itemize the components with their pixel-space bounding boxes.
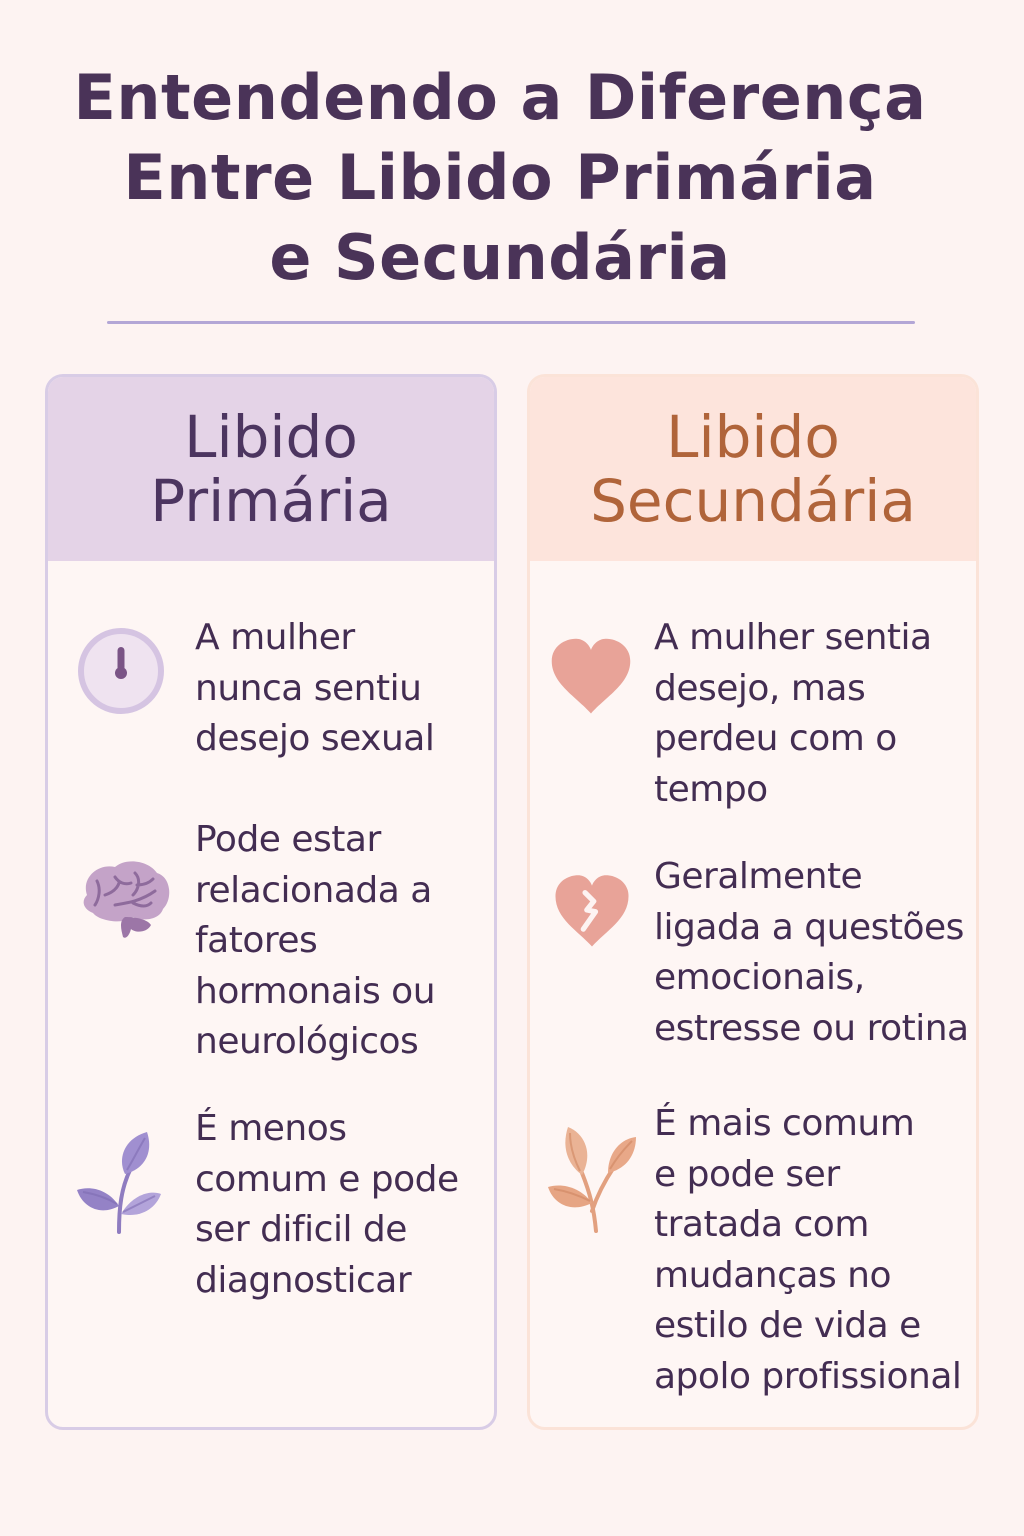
title-line-3: e Secundária	[269, 221, 731, 294]
card-heading-line-2: Primária	[150, 467, 392, 535]
leaf-sprout-icon	[548, 1127, 636, 1233]
broken-heart-icon	[555, 875, 629, 947]
item-text: É mais comum e pode ser tratada com muda…	[654, 1103, 962, 1397]
page-title: Entendendo a Diferença Entre Libido Prim…	[0, 58, 1000, 298]
item-text: A mulher sentia desejo, mas perdeu com o…	[654, 617, 932, 810]
card-heading-line-1: Libido	[666, 403, 840, 471]
title-divider	[107, 321, 915, 324]
card-libido-primaria: Libido Primária A mulher nunca sentiu de…	[45, 374, 497, 1430]
brain-icon	[83, 861, 170, 938]
title-line-1: Entendendo a Diferença	[73, 61, 927, 134]
card-heading: Libido Primária	[48, 377, 494, 561]
thermometer-clock-icon	[78, 628, 164, 714]
title-line-2: Entre Libido Primária	[123, 141, 877, 214]
card-heading: Libido Secundária	[530, 377, 976, 561]
heart-icon	[551, 638, 631, 714]
item-text: A mulher nunca sentiu desejo sexual	[195, 617, 435, 759]
card-libido-secundaria: Libido Secundária A mulher sentia desejo…	[527, 374, 979, 1430]
card-heading-line-2: Secundária	[590, 467, 916, 535]
leaf-sprout-icon	[77, 1132, 161, 1234]
item-text: Pode estar relacionada a fatores hormona…	[195, 819, 436, 1062]
card-heading-line-1: Libido	[184, 403, 358, 471]
item-text: Geralmente ligada a questões emocionais,…	[654, 856, 969, 1049]
item-text: É menos comum e pode ser dificil de diag…	[195, 1108, 459, 1301]
